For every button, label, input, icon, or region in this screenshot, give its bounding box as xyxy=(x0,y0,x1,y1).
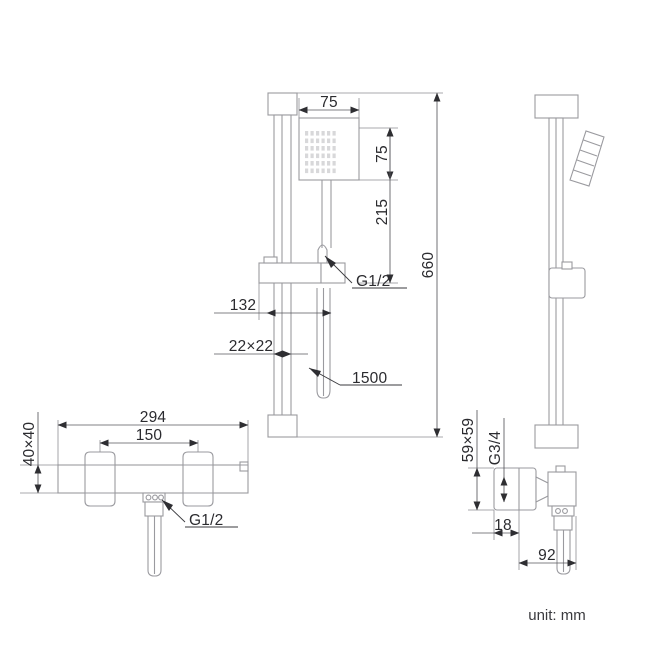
nozzle-row xyxy=(305,161,336,166)
dim-label-59x59: 59×59 xyxy=(460,418,477,463)
dim-132: 132 xyxy=(214,283,332,320)
dim-660: 660 xyxy=(297,92,443,438)
nozzle-row xyxy=(305,146,336,151)
mixer-handle-left xyxy=(84,451,116,507)
view-wall-bracket: 59×59 G3/4 18 92 xyxy=(460,410,577,575)
dim-label-92: 92 xyxy=(538,547,556,564)
dim-head-height-75: 75 xyxy=(359,127,398,181)
union-top-nub xyxy=(555,465,566,473)
shower-hose xyxy=(316,288,331,399)
side-handshower-body xyxy=(569,130,605,187)
mixer-handle-right xyxy=(182,451,214,507)
rail-slider-knob xyxy=(263,256,278,264)
side-rail-bottom-bracket xyxy=(534,424,579,449)
bracket-escutcheon xyxy=(493,467,537,511)
dim-label-75-height: 75 xyxy=(374,145,391,163)
dim-59x59: 59×59 xyxy=(460,410,494,511)
dim-215: 215 xyxy=(359,127,398,284)
dim-label-g34: G3/4 xyxy=(487,431,504,466)
nozzle-row xyxy=(305,131,336,136)
dim-294: 294 xyxy=(57,409,249,465)
union-collar xyxy=(553,515,573,531)
union-nut-hole xyxy=(562,508,568,514)
view-rail-side xyxy=(534,94,605,449)
outlet-nut-hole xyxy=(152,494,158,501)
union-nut-hole xyxy=(555,508,561,514)
shower-head-nozzle-grid xyxy=(305,131,336,174)
dim-18: 18 xyxy=(472,510,520,540)
rail-top-bracket xyxy=(267,92,298,116)
unit-note: unit: mm xyxy=(528,607,586,624)
view-mixer-valve: 294 150 40×40 G1/2 xyxy=(20,409,249,577)
rail-bottom-bracket xyxy=(267,414,298,438)
outlet-collar xyxy=(144,501,164,517)
side-rail-top-bracket xyxy=(534,94,579,119)
bracket-taper xyxy=(535,476,549,503)
dim-150: 150 xyxy=(99,427,199,452)
dim-g34: G3/4 xyxy=(487,418,508,503)
dim-22x22: 22×22 xyxy=(214,338,308,358)
dim-label-660: 660 xyxy=(420,252,437,279)
mixer-hose xyxy=(147,516,162,577)
dim-label-75-width: 75 xyxy=(320,94,338,111)
outlet-nut-hole xyxy=(158,494,164,501)
nozzle-row xyxy=(305,138,336,144)
nozzle-row xyxy=(305,168,336,174)
bracket-hose xyxy=(556,530,571,575)
dim-label-40x40: 40×40 xyxy=(21,422,38,467)
view-center-shower-set: 75 75 215 660 132 xyxy=(214,92,443,438)
leader-g12-center: G1/2 xyxy=(324,255,407,290)
leader-1500: 1500 xyxy=(308,367,402,387)
dim-label-150: 150 xyxy=(136,427,163,444)
dim-label-1500: 1500 xyxy=(352,370,387,387)
dim-head-width-75: 75 xyxy=(298,94,360,118)
side-rail-slider-knob xyxy=(561,261,573,270)
dim-92: 92 xyxy=(518,516,577,570)
dim-label-294: 294 xyxy=(140,409,167,426)
dim-label-g12-center: G1/2 xyxy=(356,273,390,290)
side-handshower-ribs xyxy=(573,139,601,177)
nozzle-row xyxy=(305,153,336,159)
union-block xyxy=(547,471,577,507)
dim-label-215: 215 xyxy=(374,199,391,225)
rail-slider-holder xyxy=(258,262,322,284)
dim-40x40: 40×40 xyxy=(20,412,58,494)
dim-label-18: 18 xyxy=(494,517,512,534)
dim-label-132: 132 xyxy=(230,297,256,314)
dim-label-g12-mixer: G1/2 xyxy=(189,512,223,529)
side-rail-slider xyxy=(548,267,586,299)
mixer-side-nub xyxy=(239,461,249,472)
dim-label-22x22: 22×22 xyxy=(229,338,274,355)
outlet-nut-hole xyxy=(145,494,152,501)
leader-g12-mixer: G1/2 xyxy=(161,499,238,529)
handshower-handle-tip xyxy=(317,244,328,268)
